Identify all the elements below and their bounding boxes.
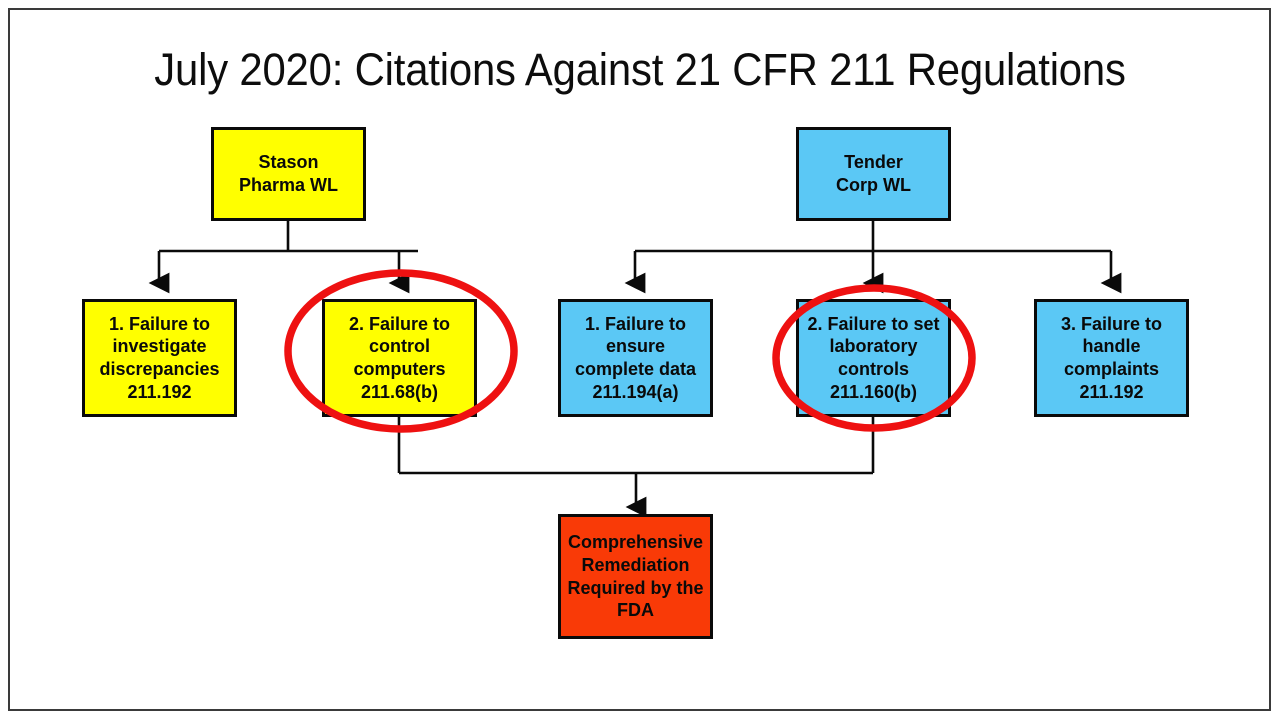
connector-tender-branch	[624, 220, 1122, 294]
node-line: laboratory	[829, 336, 918, 357]
node-line: Comprehensive	[567, 532, 704, 553]
node-line: Remediation	[581, 554, 690, 575]
node-line: 211.68(b)	[360, 381, 439, 402]
node-line: 1. Failure to	[584, 313, 687, 334]
node-line: Required by the	[567, 577, 704, 598]
connector-stason-branch	[148, 220, 418, 294]
node-line: FDA	[617, 600, 654, 621]
node-line: controls	[837, 359, 909, 379]
node-line: Tender	[844, 152, 903, 173]
node-citation-tender-3[interactable]: 3. Failure to handle complaints 211.192	[1034, 299, 1189, 417]
node-line: discrepancies	[99, 359, 220, 379]
node-line: 2. Failure to	[348, 313, 451, 334]
node-line: complete data	[574, 359, 697, 379]
connector-merge-to-outcome	[397, 417, 875, 518]
node-line: handle	[1082, 336, 1141, 357]
node-line: 1. Failure to	[108, 313, 211, 334]
node-line: Stason	[258, 152, 319, 173]
node-citation-stason-2[interactable]: 2. Failure to control computers 211.68(b…	[322, 299, 477, 417]
node-outcome-fda-remediation[interactable]: Comprehensive Remediation Required by th…	[558, 514, 713, 639]
node-line: 211.194(a)	[592, 381, 679, 402]
node-line: 211.160(b)	[829, 381, 918, 402]
node-citation-stason-1[interactable]: 1. Failure to investigate discrepancies …	[82, 299, 237, 417]
node-line: ensure	[605, 336, 666, 357]
node-line: computers	[353, 359, 446, 379]
node-line: 2. Failure to set	[807, 313, 940, 334]
node-line: investigate	[112, 336, 207, 357]
node-tender-corp-wl[interactable]: Tender Corp WL	[796, 127, 951, 221]
node-line: control	[369, 336, 430, 357]
page-title: July 2020: Citations Against 21 CFR 211 …	[154, 44, 1126, 95]
node-stason-pharma-wl[interactable]: Stason Pharma WL	[211, 127, 366, 221]
node-line: Pharma WL	[238, 175, 339, 195]
node-citation-tender-2[interactable]: 2. Failure to set laboratory controls 21…	[796, 299, 951, 417]
node-citation-tender-1[interactable]: 1. Failure to ensure complete data 211.1…	[558, 299, 713, 417]
node-line: Corp WL	[836, 175, 911, 195]
node-line: complaints	[1063, 359, 1160, 379]
node-line: 211.192	[1079, 381, 1144, 402]
node-line: 211.192	[127, 381, 192, 402]
node-line: 3. Failure to	[1060, 313, 1163, 334]
